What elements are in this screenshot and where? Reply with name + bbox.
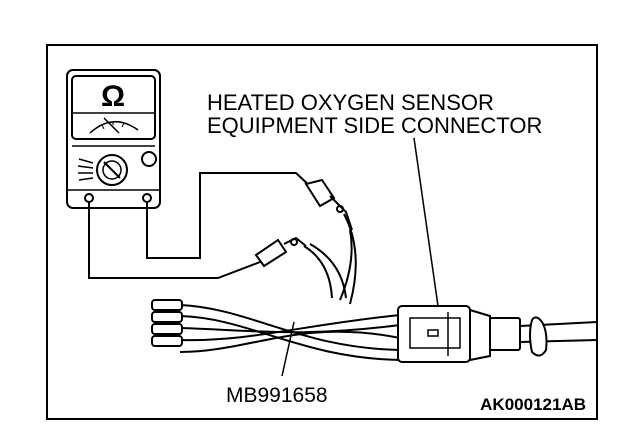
harness-callout-line	[281, 321, 295, 377]
harness-pin-terminal	[151, 335, 183, 347]
probe-lower	[254, 236, 307, 268]
test-leads	[88, 172, 353, 279]
meter-display	[71, 75, 156, 140]
figure-code: AK000121AB	[480, 395, 586, 414]
sensor-cable	[519, 316, 598, 357]
test-harness	[151, 213, 401, 377]
connector-callout-line	[413, 137, 439, 307]
equipment-side-connector	[397, 305, 521, 363]
harness-label: MB991658	[226, 384, 328, 407]
figure-frame	[46, 44, 598, 420]
connector-label-line2: EQUIPMENT SIDE CONNECTOR	[207, 113, 542, 138]
zero-adjust-icon	[141, 151, 157, 167]
connector-label-line1: HEATED OXYGEN SENSOR	[207, 90, 494, 115]
meter-needle	[103, 117, 120, 134]
harness-pin-terminal	[151, 311, 183, 323]
meter-omega-symbol: Ω	[101, 80, 125, 113]
harness-pin-terminal	[151, 299, 183, 311]
harness-pin-terminal	[151, 323, 183, 335]
selector-knob-icon	[96, 154, 128, 186]
probe-upper	[304, 178, 353, 231]
